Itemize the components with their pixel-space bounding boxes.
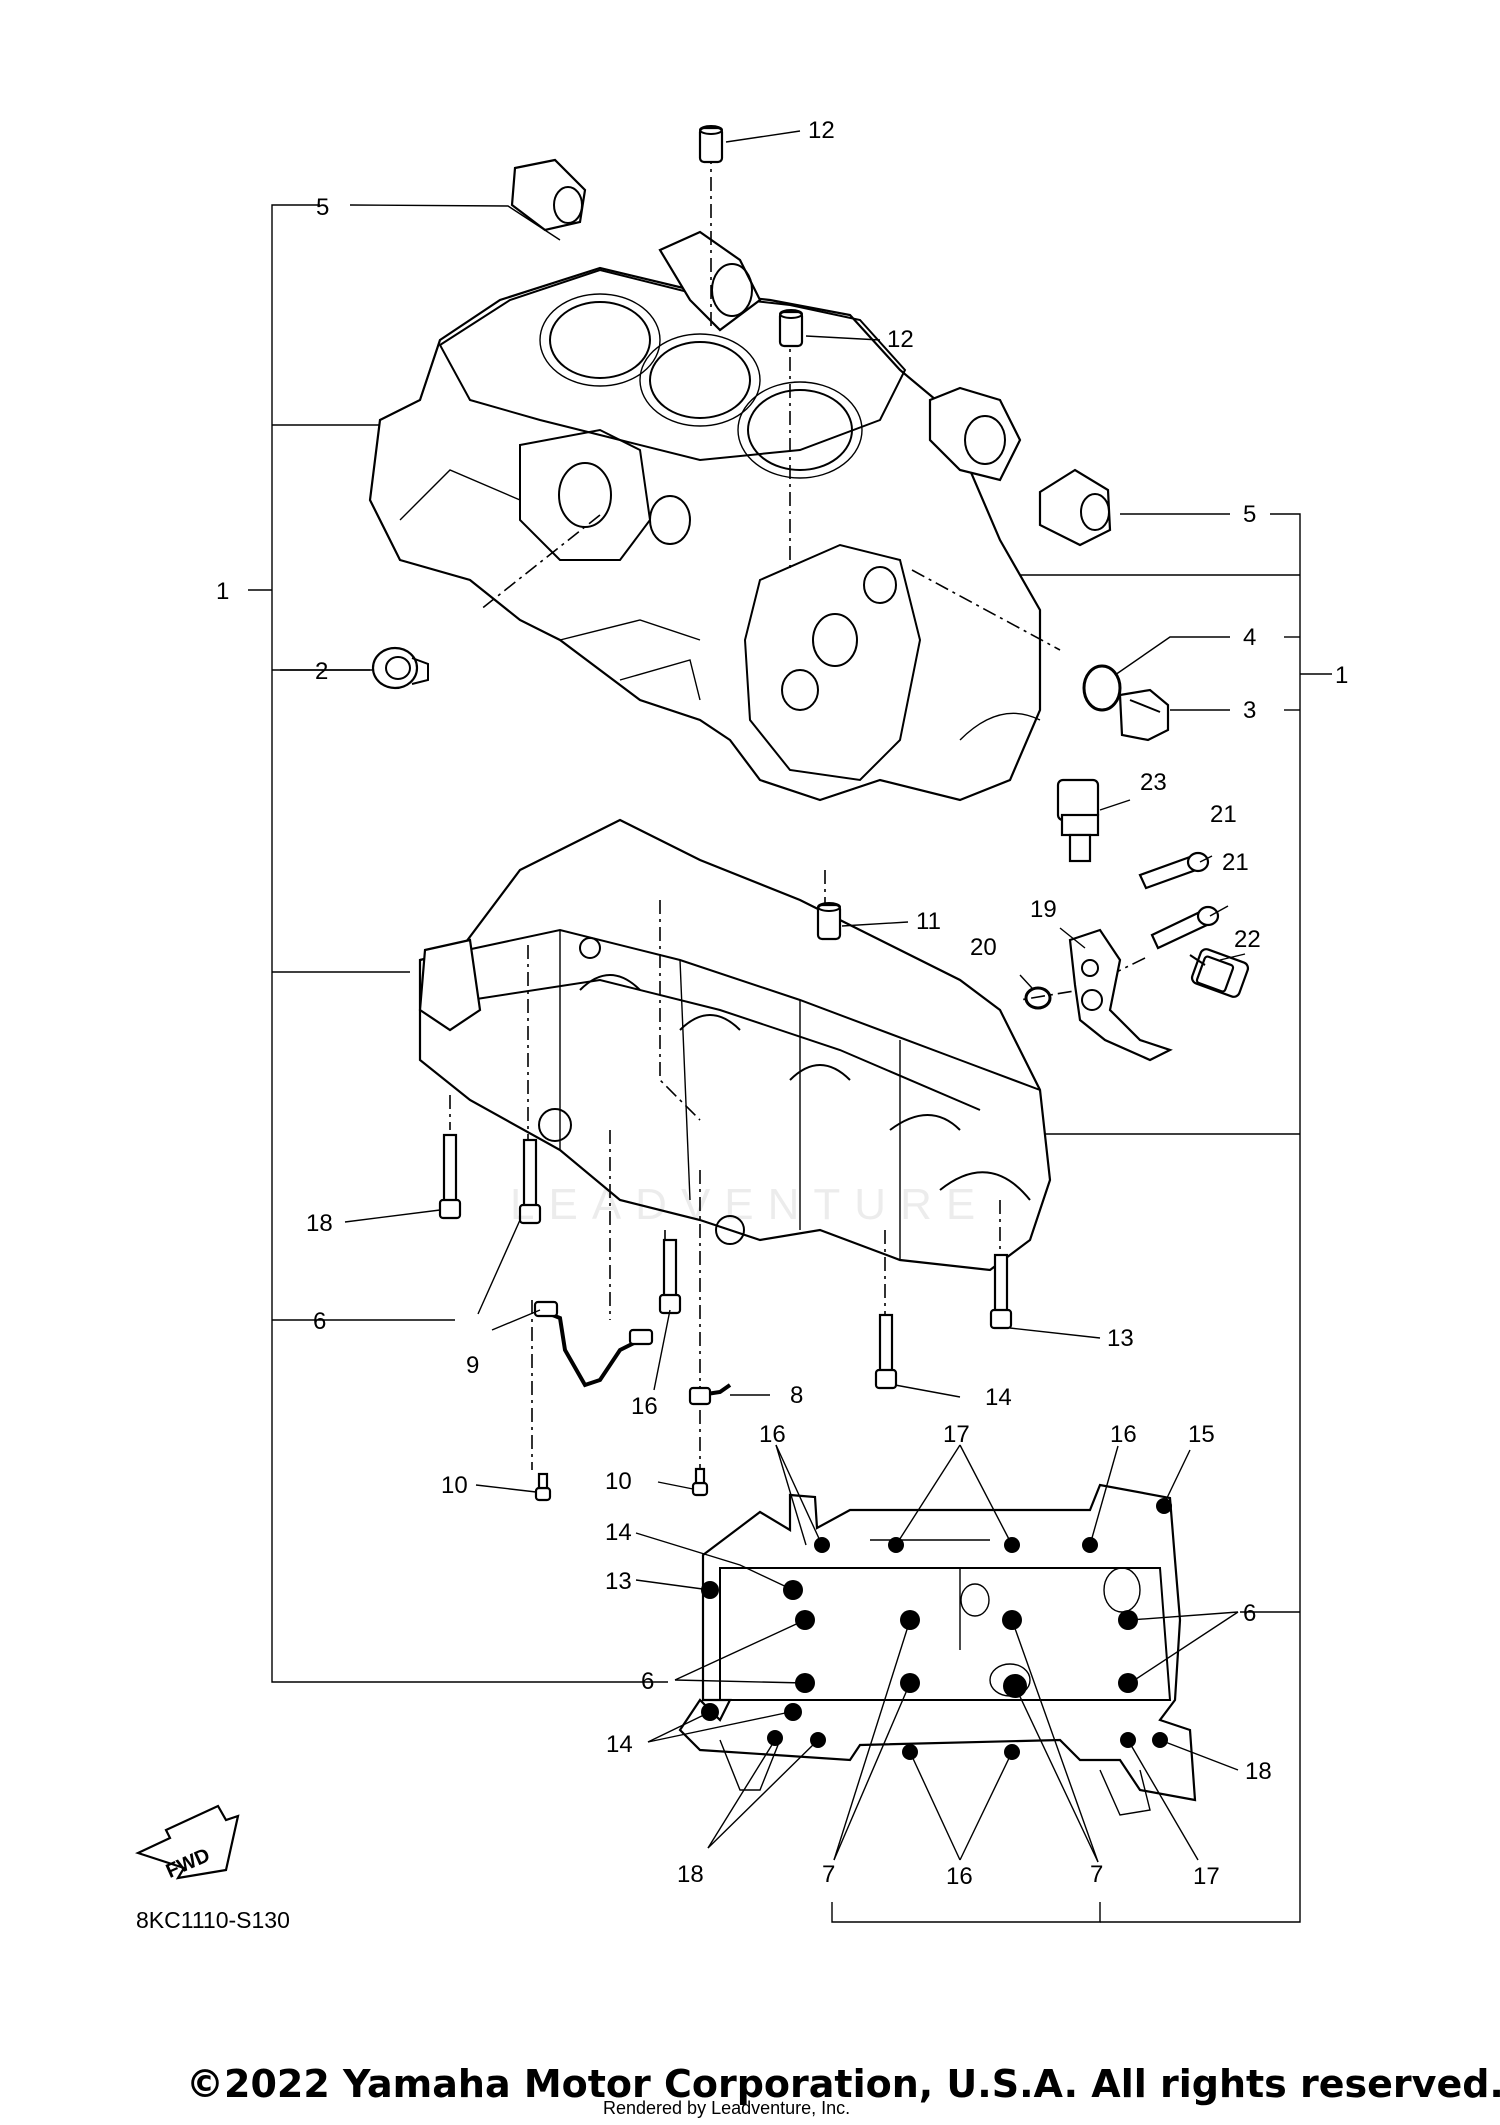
- callout-11: 11: [916, 908, 941, 935]
- callout-16: 16: [631, 1393, 658, 1420]
- o-ring-4: [1082, 664, 1122, 712]
- engine-mount-5-top: [510, 158, 587, 232]
- o-ring-20: [1024, 986, 1052, 1010]
- callout-4: 4: [1243, 624, 1256, 651]
- screw-10-right: [691, 1467, 709, 1497]
- callout-2: 2: [315, 658, 328, 685]
- callout-1: 1: [216, 578, 229, 605]
- dowel-pin-12-top: [698, 125, 724, 164]
- callout-14: 14: [985, 1384, 1012, 1411]
- callout-1: 1: [1335, 662, 1348, 689]
- bolt-16-a: [658, 1238, 682, 1315]
- callout-15: 15: [1188, 1421, 1215, 1448]
- callout-labels: 12 12 5 5 1 1 2 4 3 23 21 21 11 19 20 22…: [216, 117, 1348, 1890]
- callout-16: 16: [946, 1863, 973, 1890]
- engine-mount-5-right: [1038, 468, 1112, 547]
- bolt-13-a: [989, 1253, 1013, 1330]
- callout-14: 14: [605, 1519, 632, 1546]
- plug-2: [371, 646, 429, 690]
- callout-19: 19: [1030, 896, 1057, 923]
- sensor-22: [1189, 948, 1250, 998]
- bracket-lines: [248, 204, 1332, 1923]
- callout-13: 13: [605, 1568, 632, 1595]
- callout-21: 21: [1210, 801, 1237, 828]
- callout-17: 17: [943, 1421, 970, 1448]
- sensor-bracket-19: [1068, 928, 1173, 1062]
- render-credit: Rendered by Leadventure, Inc.: [603, 2098, 851, 2118]
- dowel-pin-12-mid: [778, 309, 804, 348]
- bolt-6-a: [518, 1138, 542, 1225]
- callout-6: 6: [641, 1668, 654, 1695]
- callout-14: 14: [606, 1731, 633, 1758]
- callout-10: 10: [441, 1472, 468, 1499]
- diagram-code: 8KC1110-S130: [136, 1907, 290, 1933]
- callout-16: 16: [1110, 1421, 1137, 1448]
- callout-3: 3: [1243, 697, 1256, 724]
- fwd-arrow: FWD: [135, 1804, 240, 1883]
- callout-9: 9: [466, 1352, 479, 1379]
- bolt-18-a: [438, 1133, 462, 1220]
- bolt-14-a: [874, 1313, 898, 1390]
- callout-18: 18: [677, 1861, 704, 1888]
- callout-16: 16: [759, 1421, 786, 1448]
- dowel-pin-11: [816, 902, 842, 941]
- callout-8: 8: [790, 1382, 803, 1409]
- copyright-notice: ©2022 Yamaha Motor Corporation, U.S.A. A…: [186, 2062, 1500, 2106]
- callout-23: 23: [1140, 769, 1167, 796]
- callout-12: 12: [887, 326, 914, 353]
- watermark: LEADVENTURE: [510, 1180, 990, 1229]
- upper-crankcase: [368, 230, 1042, 802]
- alignment-lines: [449, 150, 1146, 1475]
- callout-20: 20: [970, 934, 997, 961]
- callout-18: 18: [1245, 1758, 1272, 1785]
- callout-6: 6: [1243, 1600, 1256, 1627]
- callout-7: 7: [822, 1861, 835, 1888]
- callout-7: 7: [1090, 1861, 1103, 1888]
- callout-5: 5: [1243, 501, 1256, 528]
- plug-3: [1118, 688, 1170, 742]
- callout-6: 6: [313, 1308, 326, 1335]
- bolt-21-lower: [1150, 905, 1220, 950]
- oil-pipe-9: [533, 1300, 654, 1388]
- callout-10: 10: [605, 1468, 632, 1495]
- oil-pipe-8: [688, 1383, 732, 1406]
- callout-13: 13: [1107, 1325, 1134, 1352]
- callout-22: 22: [1234, 926, 1261, 953]
- sensor-23: [1056, 778, 1100, 863]
- bolt-21-upper: [1138, 851, 1210, 890]
- screw-10-left: [534, 1472, 552, 1502]
- callout-12: 12: [808, 117, 835, 144]
- bolt-pattern-view: [678, 1483, 1197, 1816]
- callout-18: 18: [306, 1210, 333, 1237]
- leader-lines: [280, 130, 1246, 1863]
- lower-crankcase: [418, 818, 1052, 1272]
- callout-17: 17: [1193, 1863, 1220, 1890]
- callout-5: 5: [316, 194, 329, 221]
- callout-21: 21: [1222, 849, 1249, 876]
